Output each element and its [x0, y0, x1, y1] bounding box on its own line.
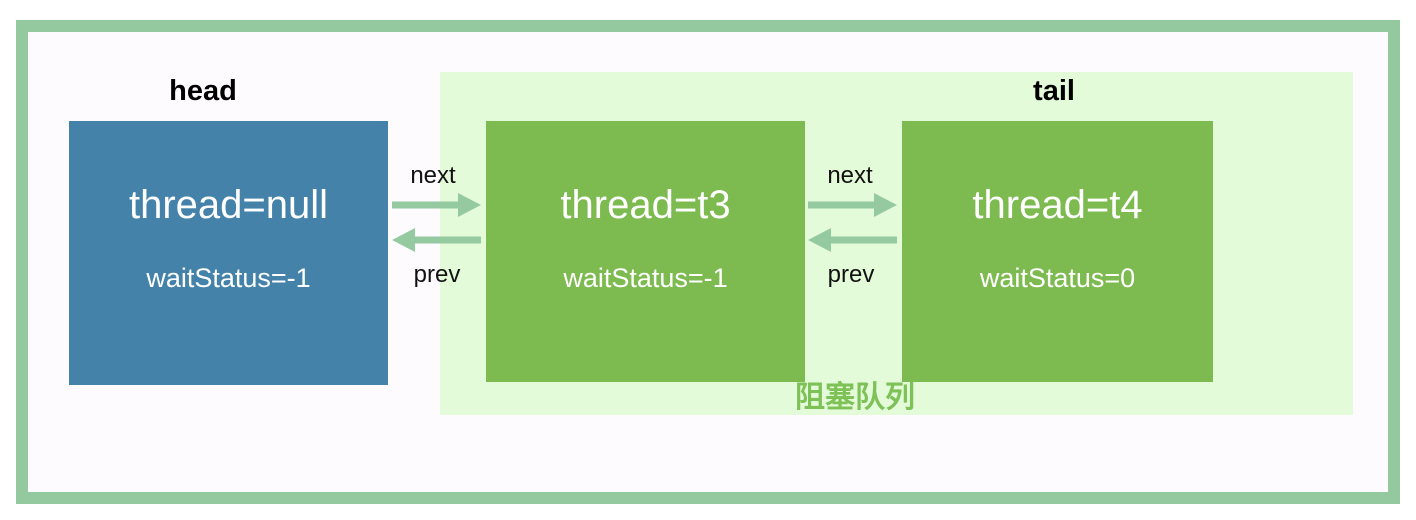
head-node-waitstatus-value: waitStatus=-1 [146, 263, 311, 293]
node-t3-waitstatus-value: waitStatus=-1 [563, 263, 728, 293]
queue-node-t3: thread=t3 waitStatus=-1 [486, 121, 805, 382]
head-node-thread-value: thread=null [128, 183, 329, 227]
head-node: thread=null waitStatus=-1 [69, 121, 388, 385]
prev-edge-label-1: prev [413, 261, 461, 288]
prev-edge-label-2: prev [827, 261, 875, 288]
head-pointer-label: head [169, 75, 237, 107]
tail-pointer-label: tail [1033, 75, 1075, 107]
next-edge-label-1: next [410, 162, 456, 189]
next-edge-label-2: next [827, 162, 873, 189]
blocking-queue-caption: 阻塞队列 [795, 381, 915, 414]
node-t4-thread-value: thread=t4 [972, 183, 1143, 227]
prev-arrow-icon-1 [392, 228, 481, 252]
node-t3-thread-value: thread=t3 [560, 183, 731, 227]
node-t4-waitstatus-value: waitStatus=0 [979, 263, 1136, 293]
next-arrow-icon-1 [392, 193, 481, 217]
next-arrow-icon-2 [808, 193, 897, 217]
prev-arrow-icon-2 [808, 228, 897, 252]
queue-node-t4: thread=t4 waitStatus=0 [902, 121, 1213, 382]
